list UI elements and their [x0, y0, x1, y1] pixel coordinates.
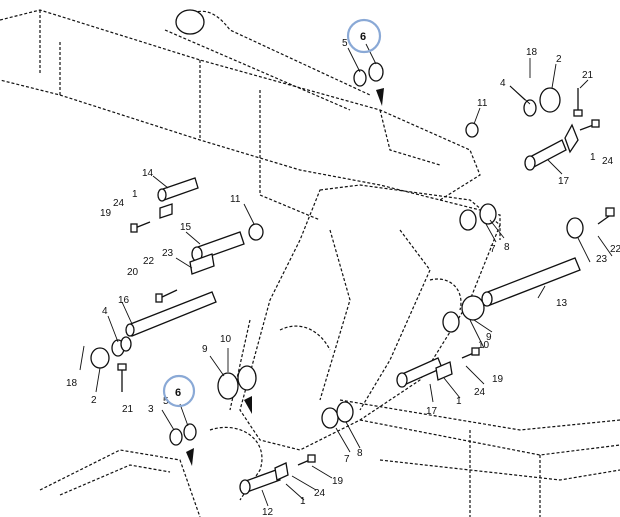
callout-21-left: 21: [122, 404, 134, 415]
callout-22-right: 22: [610, 244, 620, 255]
callout-1-lower: 1: [456, 396, 462, 407]
callout-17-lower: 17: [426, 406, 438, 417]
callout-1-bottom: 1: [300, 496, 306, 507]
callout-8-upper: 8: [504, 242, 510, 253]
boom-structure: [0, 9, 620, 517]
callout-24-lower: 24: [474, 387, 486, 398]
callout-16: 16: [118, 295, 130, 306]
callout-9-left: 9: [202, 344, 208, 355]
callout-10-left: 10: [220, 334, 232, 345]
callout-11-left: 11: [230, 194, 241, 205]
pin-17-lower: [396, 357, 443, 388]
callout-10-right: 10: [478, 340, 490, 351]
callout-24-right: 24: [602, 156, 614, 167]
callout-3: 3: [148, 404, 154, 415]
bolts: [117, 88, 615, 466]
callout-5-top: 5: [342, 38, 348, 49]
callout-7-lower: 7: [344, 454, 350, 465]
callout-4-left: 4: [102, 306, 108, 317]
callout-23-right: 23: [596, 254, 608, 265]
pin-16: [125, 291, 217, 337]
pin-14: [157, 177, 199, 202]
callout-9-right: 9: [486, 332, 492, 343]
highlight-part-6-bottom: 6: [162, 374, 196, 408]
pin-12: [239, 469, 281, 495]
callout-4-top: 4: [500, 78, 506, 89]
callout-23-left: 23: [162, 248, 174, 259]
callout-15: 15: [180, 222, 192, 233]
pin-17-upper: [524, 139, 567, 171]
callout-19-right: 19: [492, 374, 504, 385]
callout-18-left: 18: [66, 378, 78, 389]
callout-2-left: 2: [91, 395, 97, 406]
callout-6-top: 6: [360, 31, 366, 43]
callout-1-left: 1: [132, 189, 138, 200]
callout-13: 13: [556, 298, 568, 309]
callout-19-left: 19: [100, 208, 112, 219]
callout-5-bottom: 5: [163, 396, 169, 407]
callout-19-lower: 19: [332, 476, 344, 487]
callout-24-left: 24: [113, 198, 125, 209]
callout-21-top: 21: [582, 70, 594, 81]
callout-1-right: 1: [590, 152, 596, 163]
grease-markers: [186, 88, 384, 466]
callout-17-upper: 17: [558, 176, 570, 187]
callout-2-top: 2: [556, 54, 562, 65]
callout-20: 20: [127, 267, 139, 278]
leader-lines: [79, 43, 613, 507]
callout-11-top: 11: [477, 98, 488, 109]
pin-13: [481, 257, 581, 307]
callout-6-bottom: 6: [175, 387, 181, 399]
plates: [159, 123, 579, 481]
highlight-part-6-top: 6: [346, 18, 382, 54]
washers: [90, 62, 584, 446]
callout-14: 14: [142, 168, 154, 179]
callout-8-lower: 8: [357, 448, 363, 459]
pin-15: [191, 231, 245, 262]
callout-numbers: 5 18 2 4 21 11 24 1 17 14 1 24 19 11 15 …: [66, 38, 620, 517]
callout-22: 22: [143, 256, 155, 267]
callout-18-top: 18: [526, 47, 538, 58]
callout-7-upper: 7: [490, 244, 496, 255]
callout-12: 12: [262, 507, 274, 517]
callout-24-bottom: 24: [314, 488, 326, 499]
